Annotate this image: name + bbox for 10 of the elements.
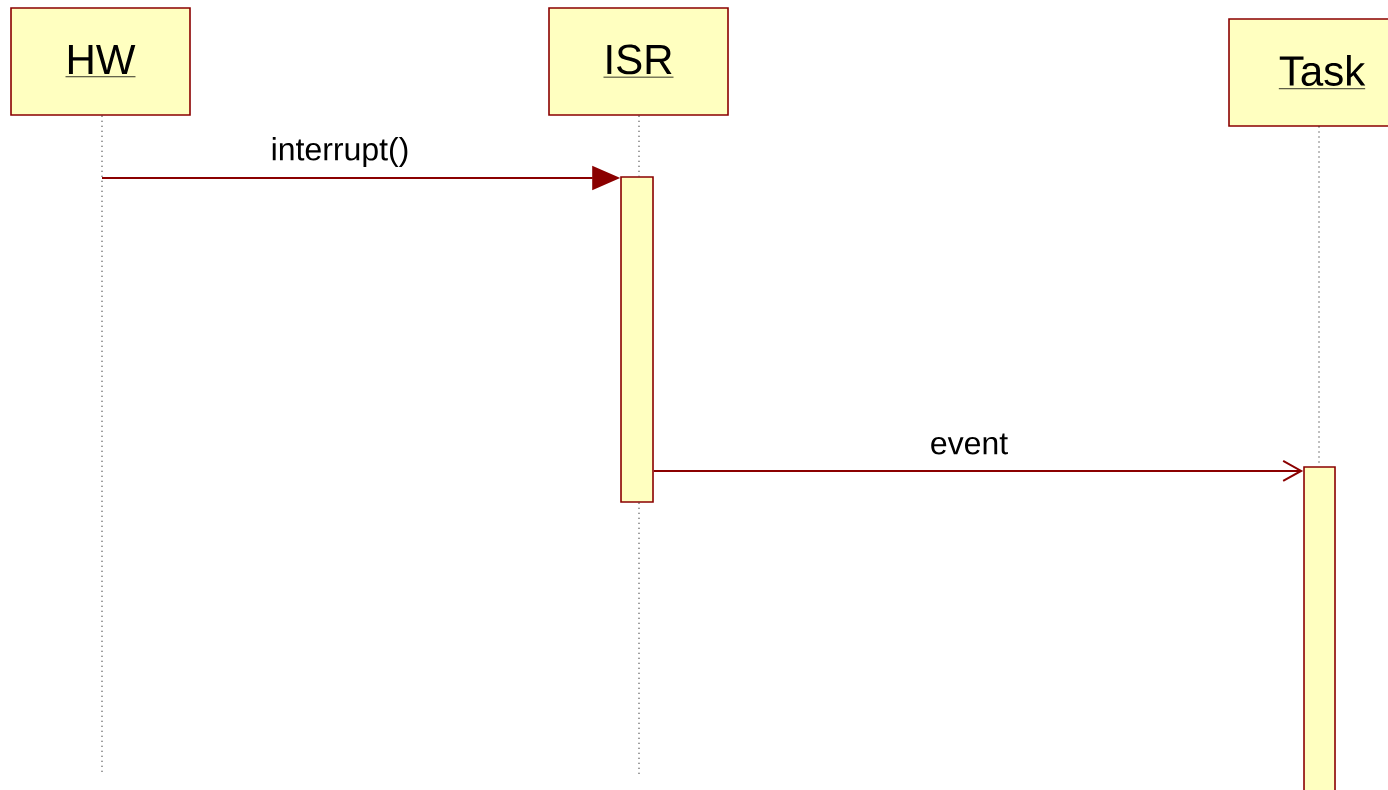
lifeline-head-box: ISR	[548, 7, 729, 116]
lifeline-head-box: HW	[10, 7, 191, 116]
message-label: event	[927, 431, 1011, 457]
activation-bar	[620, 176, 654, 503]
activation-bar	[1303, 466, 1336, 790]
lifeline	[638, 502, 640, 776]
lifeline	[638, 115, 640, 177]
lifeline-head-box: Task	[1228, 18, 1388, 127]
message-arrow	[652, 460, 1304, 482]
message-label: interrupt()	[268, 135, 412, 169]
